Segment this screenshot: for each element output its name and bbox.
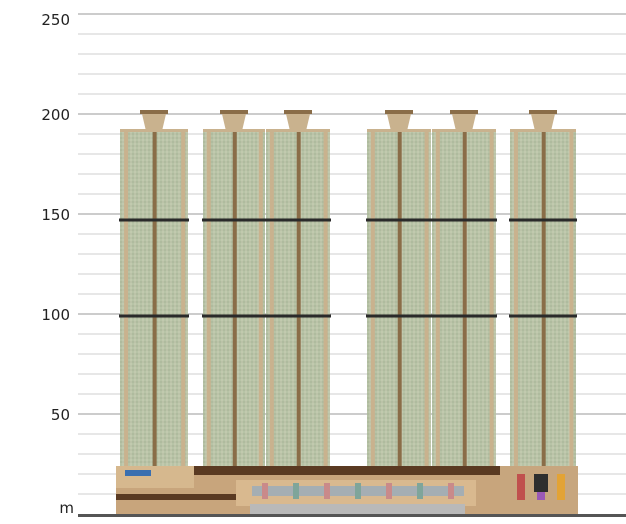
crown-body xyxy=(452,114,476,131)
podium-entrance xyxy=(250,504,465,514)
frame-column xyxy=(541,131,546,466)
roof-edge xyxy=(367,129,431,132)
frame-column xyxy=(206,131,211,466)
podium-sign xyxy=(125,470,151,476)
tower-3b xyxy=(431,110,497,466)
podium-roof-band xyxy=(190,466,500,475)
tower-4 xyxy=(509,110,577,466)
crown-body xyxy=(286,114,310,131)
refuge-floor-band xyxy=(509,314,577,318)
frame-column xyxy=(152,131,157,466)
refuge-floor-band xyxy=(431,314,497,318)
refuge-floor-band xyxy=(431,218,497,222)
podium-banner xyxy=(557,474,565,500)
roof-edge xyxy=(266,129,330,132)
roof-edge xyxy=(510,129,576,132)
podium-pillar xyxy=(448,483,454,499)
refuge-floor-band xyxy=(366,314,432,318)
podium-left-block xyxy=(116,466,194,488)
refuge-floor-band xyxy=(202,314,266,318)
frame-column xyxy=(513,131,518,466)
refuge-floor-band xyxy=(265,218,331,222)
tower-1 xyxy=(119,110,189,466)
podium-pillar xyxy=(324,483,330,499)
refuge-floor-band xyxy=(265,314,331,318)
refuge-floor-band xyxy=(202,218,266,222)
podium-pillar xyxy=(293,483,299,499)
ground-line xyxy=(78,514,626,517)
podium-banner xyxy=(517,474,525,500)
refuge-floor-band xyxy=(509,218,577,222)
frame-column xyxy=(232,131,237,466)
frame-column xyxy=(462,131,467,466)
roof-edge xyxy=(203,129,265,132)
frame-column xyxy=(181,131,186,466)
podium-window xyxy=(534,474,548,492)
tick-label-50: 50 xyxy=(50,406,70,424)
roof-edge xyxy=(432,129,496,132)
crown-cap xyxy=(284,110,312,114)
refuge-floor-band xyxy=(119,314,189,318)
crown-body xyxy=(531,114,555,131)
unit-label: m xyxy=(59,499,74,517)
tick-label-250: 250 xyxy=(41,11,70,29)
frame-column xyxy=(489,131,494,466)
frame-column xyxy=(424,131,429,466)
frame-column xyxy=(435,131,440,466)
tick-label-100: 100 xyxy=(41,306,70,324)
crown-cap xyxy=(529,110,557,114)
tick-label-150: 150 xyxy=(41,206,70,224)
frame-column xyxy=(370,131,375,466)
tower-3a xyxy=(366,110,432,466)
crown-cap xyxy=(220,110,248,114)
crown-body xyxy=(387,114,411,131)
podium-left-band xyxy=(116,494,236,500)
refuge-floor-band xyxy=(366,218,432,222)
podium-pillar xyxy=(417,483,423,499)
crown-body xyxy=(142,114,166,131)
crown-cap xyxy=(450,110,478,114)
frame-column xyxy=(323,131,328,466)
podium xyxy=(116,466,578,514)
frame-column xyxy=(258,131,263,466)
tower-2a xyxy=(202,110,266,466)
frame-column xyxy=(397,131,402,466)
frame-column xyxy=(124,131,129,466)
refuge-floor-band xyxy=(119,218,189,222)
podium-pillar xyxy=(355,483,361,499)
tower-2b xyxy=(265,110,331,466)
frame-column xyxy=(296,131,301,466)
crown-cap xyxy=(385,110,413,114)
roof-edge xyxy=(120,129,188,132)
tick-label-200: 200 xyxy=(41,106,70,124)
crown-body xyxy=(222,114,246,131)
podium-pillar xyxy=(262,483,268,499)
podium-pillar xyxy=(386,483,392,499)
frame-column xyxy=(269,131,274,466)
crown-cap xyxy=(140,110,168,114)
frame-column xyxy=(569,131,574,466)
